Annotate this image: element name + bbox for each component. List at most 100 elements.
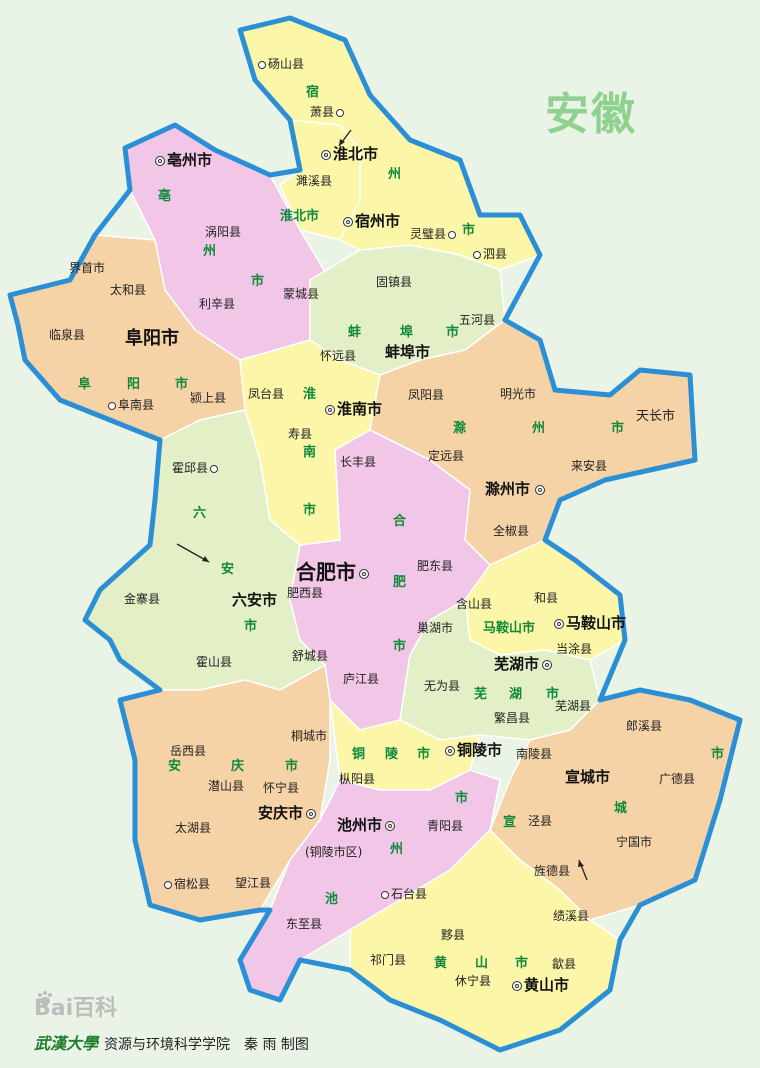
county-label: 太和县	[110, 283, 147, 297]
county-label: (铜陵市区)	[305, 845, 363, 859]
county-label: 岳西县	[170, 744, 207, 758]
city-label: 六安市	[232, 591, 278, 609]
prefecture-char: 市	[462, 223, 476, 238]
county-label: 霍山县	[196, 655, 233, 669]
prefecture-char: 市	[303, 503, 317, 518]
prefecture-char: 市	[515, 956, 529, 971]
prefecture-char: 南	[303, 445, 317, 460]
prefecture-char: 市	[251, 274, 265, 289]
county-label: 巢湖市	[417, 621, 454, 635]
county-label: 太湖县	[175, 821, 212, 835]
county-label: 无为县	[424, 679, 461, 693]
prefecture-char: 市	[285, 759, 299, 774]
county-label: 望江县	[235, 876, 272, 890]
county-label: 霍邱县	[172, 462, 220, 474]
county-label: 和县	[534, 591, 559, 605]
county-label: 广德县	[659, 772, 696, 786]
county-label: 寿县	[288, 427, 313, 441]
county-label: 芜湖县	[555, 699, 592, 713]
county-label: 休宁县	[455, 974, 492, 988]
prefecture-char: 淮北市	[280, 209, 320, 224]
city-label: 蚌埠市	[385, 343, 431, 361]
prefecture-char: 铜	[352, 747, 366, 762]
county-label: 定远县	[428, 449, 465, 463]
county-label: 肥西县	[287, 586, 324, 600]
county-label: 全椒县	[493, 524, 530, 538]
prefecture-char: 阜	[78, 377, 92, 392]
prefecture-char: 陵	[385, 747, 399, 762]
prefecture-char: 蚌	[348, 325, 362, 340]
prefecture-char: 亳	[158, 189, 172, 204]
city-label: 淮北市	[321, 147, 378, 162]
prefecture-char: 湖	[509, 687, 523, 702]
county-label: 黟县	[441, 928, 466, 942]
county-label: 萧县	[310, 106, 346, 118]
county-label: 宿松县	[164, 878, 210, 890]
city-label: 滁州市	[485, 482, 547, 497]
prefecture-char: 城	[614, 801, 628, 816]
credit-text: 资源与环境科学学院 秦 雨 制图	[104, 1037, 309, 1053]
county-label: 固镇县	[376, 275, 413, 289]
county-label: 庐江县	[343, 672, 380, 686]
county-label: 青阳县	[427, 819, 464, 833]
prefecture-char: 阳	[127, 377, 141, 392]
prefecture-char: 安	[221, 562, 235, 577]
prefecture-char: 黄	[434, 956, 448, 971]
province-outline	[7, 15, 743, 1053]
county-label: 当涂县	[556, 642, 593, 656]
county-label: 东至县	[286, 917, 323, 931]
county-label: 临泉县	[49, 328, 86, 342]
county-label: 砀山县	[258, 58, 304, 70]
county-label: 繁昌县	[494, 711, 531, 725]
county-label: 潜山县	[208, 779, 245, 793]
city-label: 宿州市	[343, 214, 400, 229]
county-label: 泾县	[528, 814, 553, 828]
city-label: 黄山市	[512, 978, 569, 993]
map-credit: 武漢大學资源与环境科学学院 秦 雨 制图	[34, 1030, 309, 1054]
city-label: 池州市	[337, 818, 397, 833]
city-label: 天长市	[636, 409, 676, 424]
prefecture-char: 滁	[453, 421, 467, 436]
county-label: 凤台县	[248, 387, 285, 401]
county-label: 长丰县	[340, 455, 377, 469]
prefecture-char: 安	[168, 759, 182, 774]
arrow-icon	[176, 543, 210, 563]
prefecture-char: 州	[203, 244, 217, 259]
prefecture-char: 肥	[393, 575, 407, 590]
prefecture-char: 市	[175, 377, 189, 392]
city-label: 阜阳市	[125, 328, 179, 349]
prefecture-char: 山	[475, 956, 489, 971]
paw-icon	[38, 991, 52, 1005]
prefecture-char: 州	[388, 167, 402, 182]
university-logo: 武漢大學	[34, 1034, 99, 1053]
arrow-icon	[578, 859, 588, 881]
county-label: 怀宁县	[263, 781, 300, 795]
county-label: 歙县	[552, 957, 577, 971]
county-label: 利辛县	[199, 297, 236, 311]
county-label: 界首市	[69, 261, 106, 275]
county-label: 宁国市	[616, 835, 653, 849]
prefecture-char: 市	[417, 747, 431, 762]
county-label: 涡阳县	[205, 225, 242, 239]
county-label: 祁门县	[370, 953, 407, 967]
county-label: 蒙城县	[283, 287, 320, 301]
county-label: 金寨县	[124, 592, 161, 606]
county-label: 旌德县	[534, 864, 571, 878]
prefecture-char: 合	[393, 514, 407, 529]
prefecture-char: 池	[325, 892, 339, 907]
county-label: 灵璧县	[410, 228, 458, 240]
county-label: 绩溪县	[553, 909, 590, 923]
city-label: 芜湖市	[494, 657, 554, 672]
county-label: 含山县	[456, 597, 493, 611]
prefecture-char: 市	[393, 639, 407, 654]
county-label: 郎溪县	[626, 719, 663, 733]
county-label: 肥东县	[417, 559, 454, 573]
prefecture-char: 芜	[474, 687, 488, 702]
prefecture-char: 庆	[231, 759, 245, 774]
prefecture-char: 淮	[303, 387, 317, 402]
prefecture-char: 宣	[503, 815, 517, 830]
county-label: 颍上县	[190, 391, 227, 405]
county-label: 桐城市	[291, 729, 328, 743]
county-label: 凤阳县	[408, 388, 445, 402]
